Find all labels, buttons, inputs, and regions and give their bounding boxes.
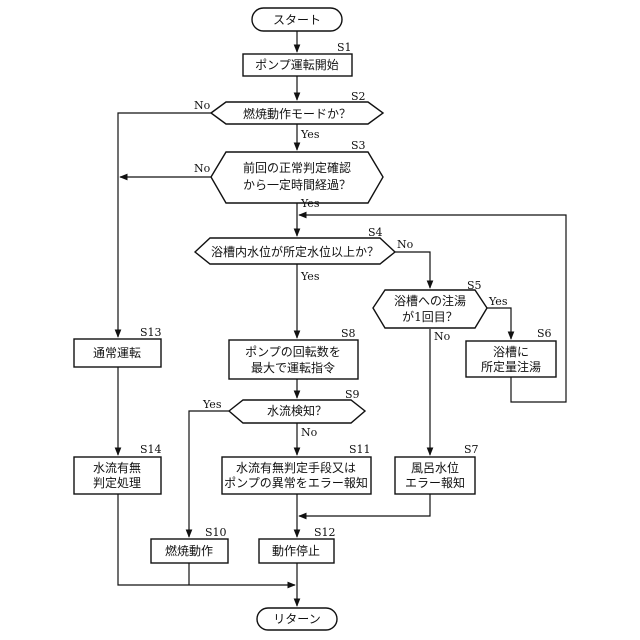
step-s5-decision: 浴槽への注湯 が1回目？ — [373, 290, 487, 328]
step-id-s5: S5 — [467, 279, 482, 292]
s5-text-line1: 浴槽への注湯 — [394, 293, 466, 308]
s3-yes-label: Yes — [300, 197, 320, 210]
step-s8-box: ポンプの回転数を 最大で運転指令 — [229, 340, 358, 379]
end-terminal: リターン — [257, 608, 337, 630]
start-terminal: スタート — [252, 8, 342, 31]
s4-yes-label: Yes — [300, 270, 320, 283]
end-label: リターン — [273, 612, 320, 626]
step-s3-decision: 前回の正常判定確認 から一定時間経過？ — [211, 152, 383, 203]
s7-text-line1: 風呂水位 — [411, 460, 459, 475]
s5-yes-label: Yes — [488, 295, 508, 308]
s6-text-line1: 浴槽に — [493, 345, 529, 359]
step-s12-box: 動作停止 — [259, 539, 334, 563]
s9-text: 水流検知？ — [267, 404, 327, 418]
s13-text: 通常運転 — [93, 346, 141, 360]
step-s10-box: 燃焼動作 — [151, 539, 228, 563]
s12-text: 動作停止 — [272, 543, 320, 558]
arrow-s7-join — [299, 494, 430, 516]
s10-text: 燃焼動作 — [165, 543, 213, 558]
s3-no-label: No — [194, 162, 211, 175]
step-id-s7: S7 — [464, 443, 479, 456]
s14-text-line2: 判定処理 — [93, 475, 141, 490]
step-id-s12: S12 — [314, 526, 336, 539]
s3-text-line2: から一定時間経過？ — [243, 177, 351, 192]
step-id-s13: S13 — [140, 326, 162, 339]
s14-text-line1: 水流有無 — [93, 460, 141, 475]
step-s6-box: 浴槽に 所定量注湯 — [466, 341, 556, 377]
step-id-s8: S8 — [341, 327, 356, 340]
arrow-s2-no-s13 — [118, 113, 211, 337]
step-s1-box: ポンプ運転開始 — [243, 54, 352, 76]
s5-text-line2: が1回目？ — [402, 309, 458, 324]
s6-text-line2: 所定量注湯 — [481, 359, 541, 374]
step-s2-decision: 燃焼動作モードか？ — [211, 102, 383, 124]
s9-yes-label: Yes — [202, 398, 222, 411]
step-id-s14: S14 — [140, 443, 162, 456]
step-id-s11: S11 — [349, 443, 371, 456]
step-s14-box: 水流有無 判定処理 — [74, 457, 161, 494]
step-id-s3: S3 — [351, 139, 366, 152]
step-id-s10: S10 — [205, 526, 227, 539]
start-label: スタート — [273, 13, 321, 27]
step-id-s1: S1 — [337, 41, 352, 54]
s7-text-line2: エラー報知 — [405, 476, 465, 490]
s2-yes-label: Yes — [300, 128, 320, 141]
s4-no-label: No — [397, 238, 414, 251]
step-s7-box: 風呂水位 エラー報知 — [395, 457, 475, 494]
s2-no-label: No — [194, 99, 211, 112]
step-s13-box: 通常運転 — [74, 339, 161, 367]
step-s4-decision: 浴槽内水位が所定水位以上か？ — [195, 238, 395, 264]
s11-text-line2: ポンプの異常をエラー報知 — [224, 476, 368, 490]
s11-text-line1: 水流有無判定手段又は — [236, 460, 356, 475]
step-id-s6: S6 — [537, 327, 552, 340]
s9-no-label: No — [301, 426, 318, 439]
s3-text-line1: 前回の正常判定確認 — [243, 160, 351, 175]
s2-text: 燃焼動作モードか？ — [243, 106, 351, 121]
s5-no-label: No — [434, 330, 451, 343]
s8-text-line1: ポンプの回転数を — [245, 344, 341, 359]
step-s9-decision: 水流検知？ — [229, 400, 365, 423]
arrow-s5-yes-s6 — [487, 308, 511, 339]
step-id-s4: S4 — [368, 226, 383, 239]
s4-text: 浴槽内水位が所定水位以上か？ — [211, 244, 379, 259]
arrow-s4-no-s5 — [395, 252, 430, 288]
s1-text: ポンプ運転開始 — [255, 58, 339, 72]
step-s11-box: 水流有無判定手段又は ポンプの異常をエラー報知 — [222, 457, 371, 494]
step-id-s2: S2 — [351, 90, 366, 103]
s8-text-line2: 最大で運転指令 — [251, 360, 335, 375]
step-id-s9: S9 — [345, 388, 360, 401]
